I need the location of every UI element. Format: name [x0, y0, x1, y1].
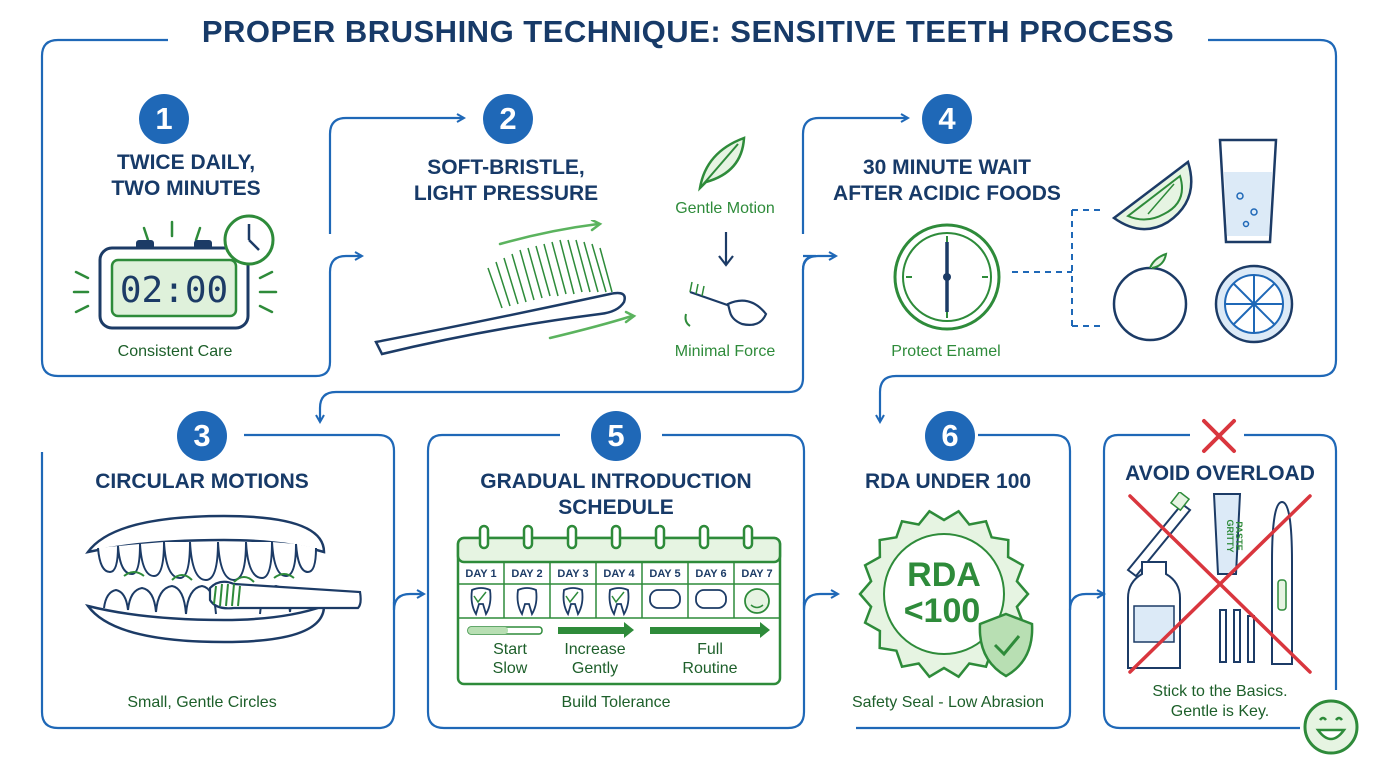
step-1-heading: TWICE DAILY, TWO MINUTES	[42, 150, 330, 202]
seal-line-2: <100	[904, 592, 981, 630]
overload-products-icon: GRITTY PASTE	[1126, 492, 1312, 674]
step-2-heading-line2: LIGHT PRESSURE	[413, 182, 599, 205]
paste-label-2: PASTE	[1234, 521, 1244, 550]
smiley-icon	[1303, 699, 1359, 755]
step-1-heading-line1: TWICE DAILY,	[116, 151, 256, 174]
calendar-day-7: DAY 7	[741, 568, 772, 580]
teeth-icon	[84, 514, 362, 644]
alarm-clock-icon: 02:00	[72, 214, 278, 330]
step-6-number: 6	[925, 411, 975, 461]
step-7-caption: Stick to the Basics. Gentle is Key.	[1104, 682, 1336, 722]
step-3-caption: Small, Gentle Circles	[127, 694, 277, 711]
step-5-number: 5	[591, 411, 641, 461]
calendar-day-1: DAY 1	[465, 568, 496, 580]
calendar-icon: DAY 1 DAY 2 DAY 3 DAY 4 DAY 5 DAY 6 DAY …	[456, 524, 782, 686]
calendar-day-6: DAY 6	[695, 568, 726, 580]
phase-start-slow: Start Slow	[470, 640, 550, 678]
step-1-heading-line2: TWO MINUTES	[111, 177, 261, 200]
phase-1-line1: Start	[493, 641, 527, 658]
step-7-caption-line1: Stick to the Basics.	[1152, 683, 1288, 700]
step-7-heading: AVOID OVERLOAD	[1125, 462, 1315, 485]
step-2-heading-line1: SOFT-BRISTLE,	[427, 156, 585, 179]
page-title: PROPER BRUSHING TECHNIQUE: SENSITIVE TEE…	[201, 14, 1175, 49]
seal-icon: RDA <100	[858, 509, 1034, 679]
gentle-motion-label: Gentle Motion	[675, 200, 775, 217]
step-1-number: 1	[139, 94, 189, 144]
phase-3-line1: Full	[697, 641, 723, 658]
phase-full-routine: Full Routine	[660, 640, 760, 678]
step-6-caption: Safety Seal - Low Abrasion	[851, 694, 1045, 711]
step-4-caption: Protect Enamel	[891, 343, 1001, 360]
step-3-number: 3	[177, 411, 227, 461]
cross-icon	[1202, 419, 1236, 453]
step-4-heading: 30 MINUTE WAIT AFTER ACIDIC FOODS	[816, 155, 1078, 207]
arrow-down-icon	[718, 232, 734, 267]
hand-brush-icon	[684, 281, 768, 327]
timer-display: 02:00	[120, 270, 228, 311]
feather-icon	[698, 136, 746, 192]
step-4-heading-line1: 30 MINUTE WAIT	[862, 156, 1031, 179]
minimal-force-label: Minimal Force	[674, 343, 776, 360]
step-4-number: 4	[922, 94, 972, 144]
paste-label-1: GRITTY	[1225, 520, 1235, 553]
phase-1-line2: Slow	[492, 660, 528, 677]
glass-icon	[1218, 138, 1278, 244]
calendar-day-2: DAY 2	[511, 568, 542, 580]
step-2-number: 2	[483, 94, 533, 144]
lime-wedge-icon	[1111, 159, 1193, 231]
step-5-heading: GRADUAL INTRODUCTION SCHEDULE	[428, 469, 804, 521]
calendar-day-3: DAY 3	[557, 568, 588, 580]
phase-2-line2: Gently	[571, 660, 619, 677]
step-1-caption: Consistent Care	[117, 343, 233, 360]
seal-line-1: RDA	[907, 556, 981, 594]
step-3-heading: CIRCULAR MOTIONS	[95, 470, 309, 493]
orange-icon	[1112, 252, 1188, 342]
step-5-heading-line2: SCHEDULE	[558, 496, 674, 519]
step-4-heading-line2: AFTER ACIDIC FOODS	[833, 182, 1061, 205]
step-2-heading: SOFT-BRISTLE, LIGHT PRESSURE	[380, 155, 632, 207]
citrus-slice-icon	[1214, 264, 1294, 344]
step-6-heading: RDA UNDER 100	[864, 470, 1032, 493]
calendar-day-4: DAY 4	[603, 568, 635, 580]
phase-3-line2: Routine	[682, 660, 738, 677]
clock-icon	[893, 223, 1001, 331]
step-5-heading-line1: GRADUAL INTRODUCTION	[480, 470, 752, 493]
step-7-caption-line2: Gentle is Key.	[1170, 703, 1270, 720]
phase-increase-gently: Increase Gently	[552, 640, 638, 678]
step-5-caption: Build Tolerance	[561, 694, 671, 711]
phase-2-line1: Increase	[564, 641, 626, 658]
toothbrush-icon	[374, 220, 637, 356]
calendar-day-5: DAY 5	[649, 568, 680, 580]
